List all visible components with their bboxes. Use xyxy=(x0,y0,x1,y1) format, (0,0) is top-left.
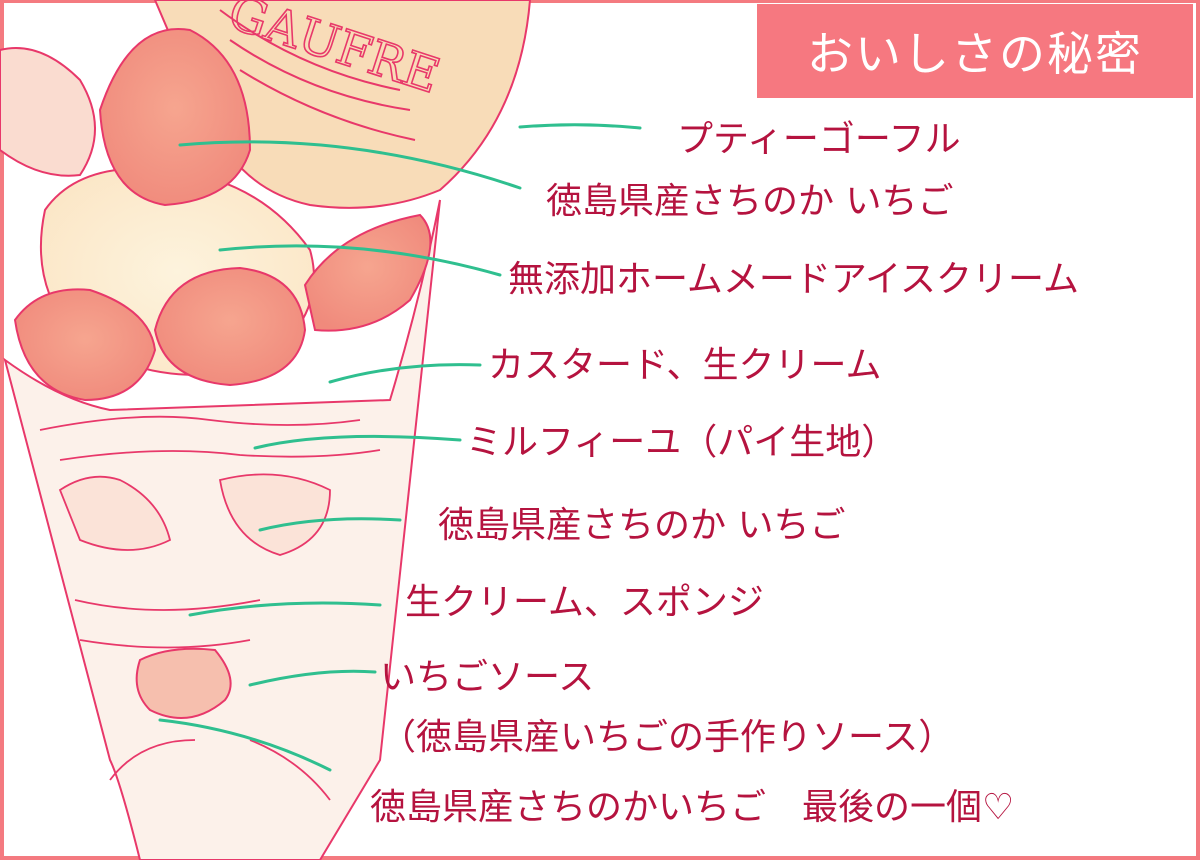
label-sauce-note: （徳島県産いちごの手作りソース） xyxy=(380,717,955,758)
label-strawberry-middle: 徳島県産さちのか いちご xyxy=(438,505,846,546)
leader-lines xyxy=(158,123,642,772)
top-border-left xyxy=(0,0,155,3)
title-banner: おいしさの秘密 xyxy=(757,4,1193,98)
label-strawberry-top: 徳島県産さちのか いちご xyxy=(546,181,954,222)
glass-cup xyxy=(3,199,441,860)
label-ice-cream: 無添加ホームメードアイスクリーム xyxy=(508,259,1079,300)
page-title: おいしさの秘密 xyxy=(807,27,1143,81)
label-millefeuille: ミルフィーユ（パイ生地） xyxy=(466,422,898,463)
top-border-right xyxy=(530,0,1200,3)
label-strawberry-sauce: いちごソース xyxy=(380,657,595,698)
label-custard-cream: カスタード、生クリーム xyxy=(488,345,882,386)
strawberries xyxy=(0,28,432,719)
label-cream-sponge: 生クリーム、スポンジ xyxy=(405,582,764,623)
label-petit-gaufre: プティーゴーフル xyxy=(677,119,961,160)
cup-layers xyxy=(39,415,381,801)
label-strawberry-last: 徳島県産さちのかいちご 最後の一個♡ xyxy=(370,787,1015,828)
